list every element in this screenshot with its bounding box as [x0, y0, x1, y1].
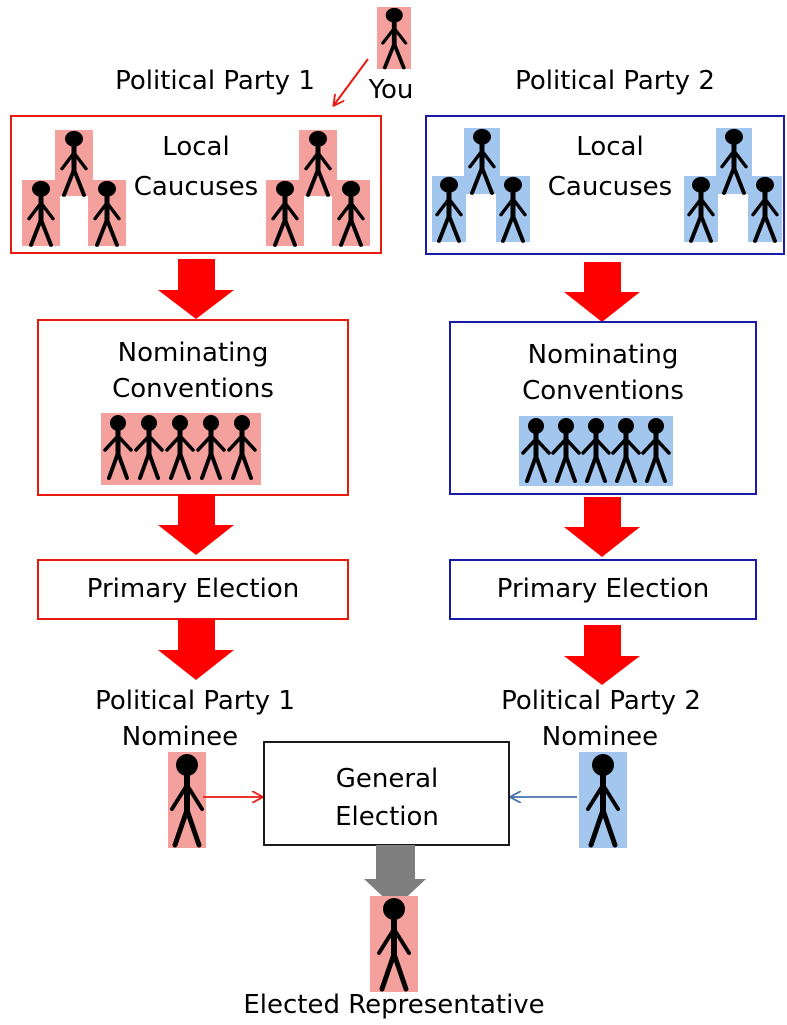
- party2-nominee-label-line1: Political Party 2: [501, 686, 701, 716]
- party2-convention-delegates-icon: [519, 416, 673, 486]
- you-arrow-icon: [334, 58, 369, 105]
- party2-local-label-line1: Local: [576, 132, 644, 162]
- party2-conventions-box: [449, 321, 757, 495]
- party1-nominee-label-line2: Nominee: [121, 722, 239, 752]
- party1-primary-label: Primary Election: [86, 574, 300, 604]
- party2-caucus-group-left-icon: [432, 128, 530, 242]
- party2-local-label-line2: Caucuses: [547, 172, 673, 202]
- party2-nominee-figure-icon: [579, 752, 627, 848]
- party2-local-caucuses-box: [425, 115, 785, 255]
- party2-conventions-label-line2: Conventions: [522, 376, 684, 406]
- party2-primary-label: Primary Election: [496, 574, 710, 604]
- party1-conventions-label-line1: Nominating: [117, 338, 269, 368]
- party1-title: Political Party 1: [115, 66, 315, 96]
- elected-representative-label: Elected Representative: [243, 990, 545, 1020]
- party1-nominee-label-line1: Political Party 1: [95, 686, 295, 716]
- party2-arrow-2-icon: [564, 497, 640, 557]
- general-election-label-line2: Election: [335, 802, 439, 832]
- party1-caucus-group-right-icon: [266, 130, 370, 246]
- general-arrow-icon: [364, 845, 426, 908]
- party1-local-caucuses-box: [10, 115, 382, 254]
- party1-caucus-group-left-icon: [22, 130, 126, 246]
- party1-arrow-2-icon: [158, 494, 234, 555]
- party1-local-label-line2: Caucuses: [133, 172, 259, 202]
- party1-local-label-line1: Local: [162, 132, 230, 162]
- party2-primary-box: [449, 559, 757, 620]
- elected-representative-figure-icon: [370, 896, 418, 992]
- party2-nominee-label-line2: Nominee: [541, 722, 659, 752]
- party2-title: Political Party 2: [515, 66, 715, 96]
- party1-nominee-figure-icon: [168, 752, 206, 848]
- party2-conventions-label-line1: Nominating: [527, 340, 679, 370]
- party1-convention-delegates-icon: [101, 413, 261, 485]
- party2-arrow-3-icon: [564, 625, 640, 685]
- party1-arrow-1-icon: [158, 259, 234, 319]
- party2-caucus-group-right-icon: [684, 128, 782, 242]
- you-label: You: [368, 75, 414, 105]
- general-election-label-line1: General: [335, 764, 439, 794]
- you-figure-icon: [377, 7, 411, 69]
- party1-arrow-3-icon: [158, 619, 234, 680]
- party2-arrow-1-icon: [564, 262, 640, 322]
- party1-conventions-label-line2: Conventions: [112, 374, 274, 404]
